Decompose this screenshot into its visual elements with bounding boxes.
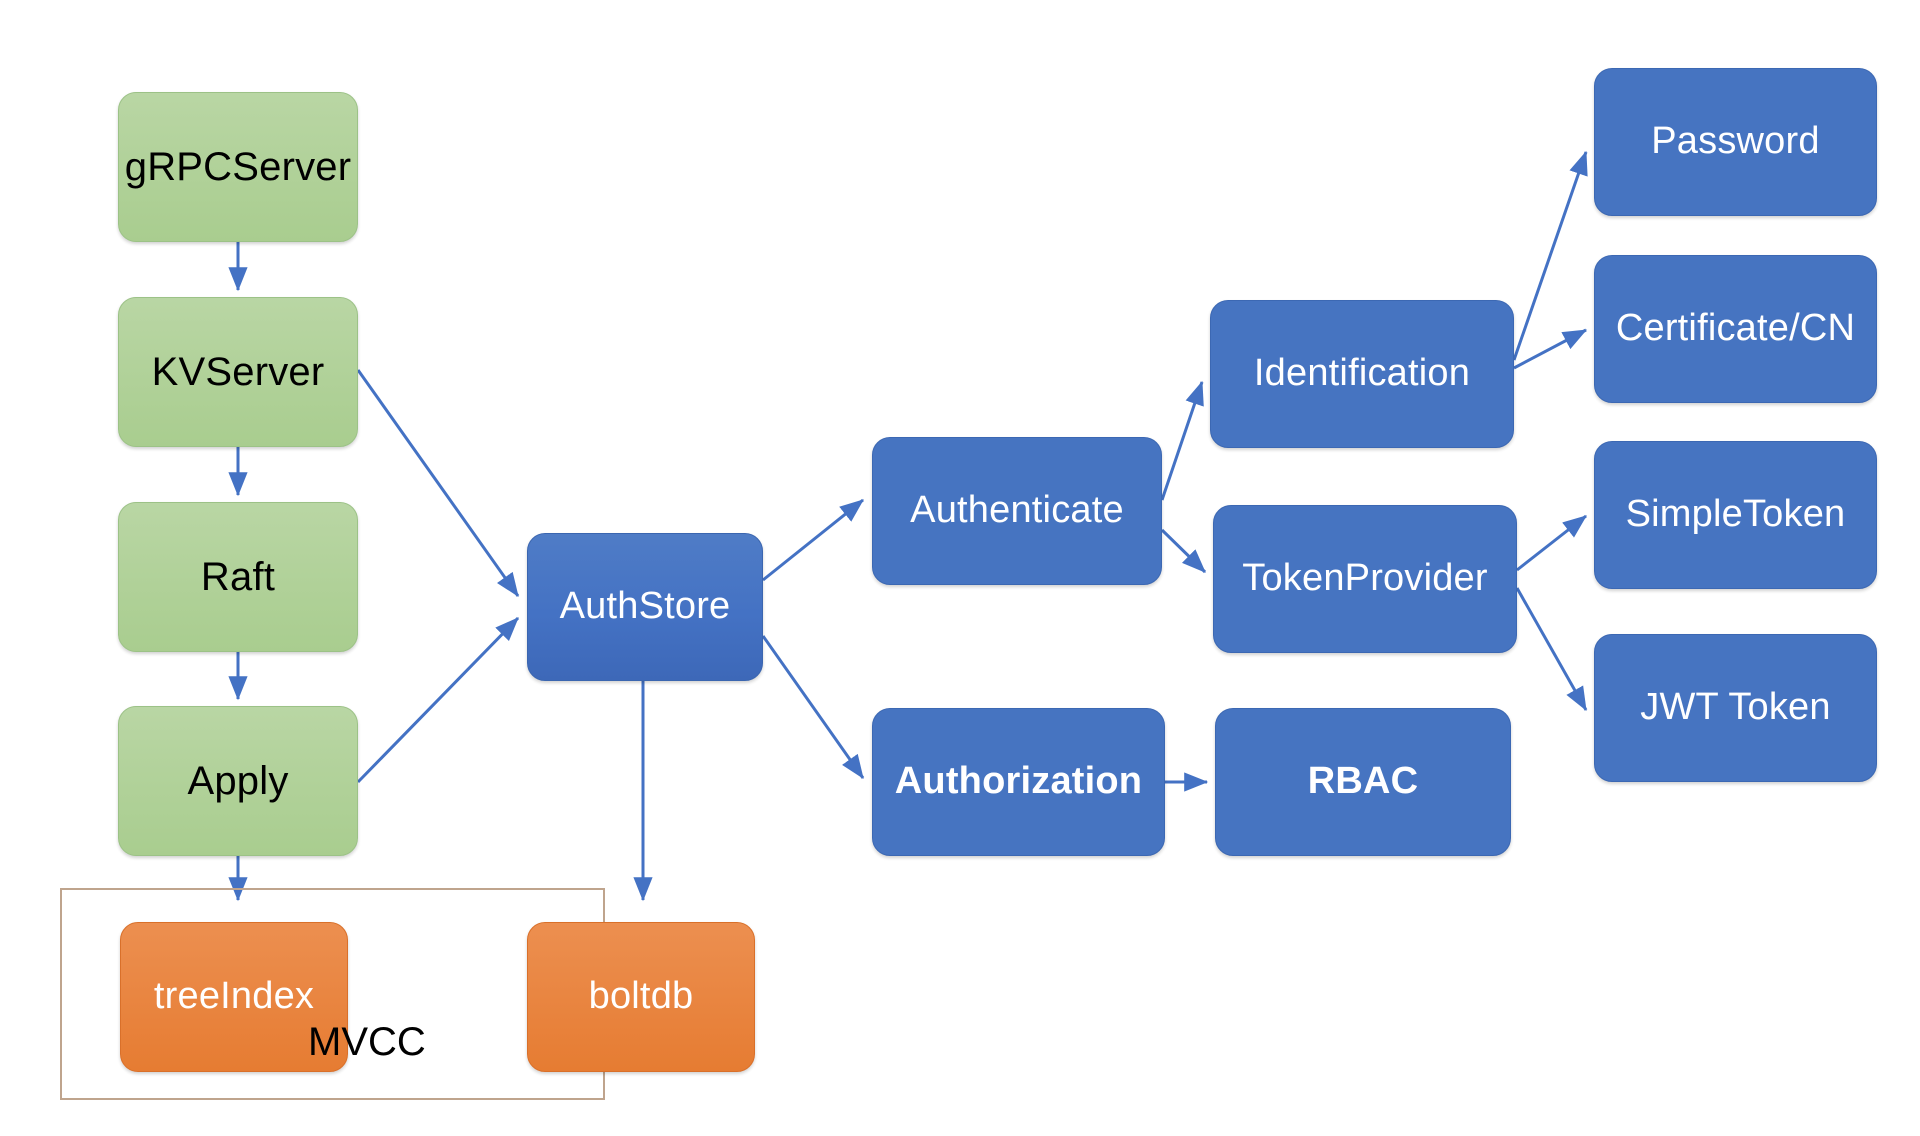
node-label-grpcserver: gRPCServer (124, 145, 352, 189)
node-authorization[interactable]: Authorization (872, 708, 1165, 856)
edge-authenticate-tokenprovider (1160, 528, 1207, 574)
node-label-simpletoken: SimpleToken (1625, 493, 1846, 536)
node-authenticate[interactable]: Authenticate (872, 437, 1162, 585)
group-label-mvcc: MVCC (308, 1020, 426, 1064)
node-label-tokenprovider: TokenProvider (1242, 557, 1488, 600)
edge-identification-password (1512, 150, 1588, 361)
node-label-raft: Raft (200, 555, 276, 599)
node-authstore[interactable]: AuthStore (527, 533, 763, 681)
node-raft[interactable]: Raft (118, 502, 358, 652)
node-grpcserver[interactable]: gRPCServer (118, 92, 358, 242)
node-label-identification: Identification (1253, 352, 1471, 395)
edge-authstore-authenticate (762, 498, 864, 582)
edge-kvserver-authstore (356, 369, 520, 597)
node-label-kvserver: KVServer (151, 350, 325, 394)
node-label-jwt_token: JWT Token (1640, 686, 1831, 729)
edge-identification-certificate (1513, 328, 1588, 370)
node-label-authstore: AuthStore (559, 585, 731, 628)
node-label-authorization: Authorization (894, 760, 1143, 803)
node-simpletoken[interactable]: SimpleToken (1594, 441, 1877, 589)
node-treeindex[interactable]: treeIndex (120, 922, 348, 1072)
node-label-password: Password (1651, 120, 1820, 163)
node-rbac[interactable]: RBAC (1215, 708, 1511, 856)
node-label-certificate_cn: Certificate/CN (1615, 307, 1856, 350)
node-label-rbac: RBAC (1307, 760, 1419, 803)
edge-tokenprovider-jwt (1515, 587, 1588, 712)
edge-tokenprovider-simpletoken (1516, 514, 1587, 572)
node-label-apply: Apply (187, 759, 289, 803)
edge-authstore-authorization (761, 635, 865, 779)
node-apply[interactable]: Apply (118, 706, 358, 856)
node-identification[interactable]: Identification (1210, 300, 1514, 448)
node-certificate_cn[interactable]: Certificate/CN (1594, 255, 1877, 403)
node-label-authenticate: Authenticate (910, 489, 1124, 532)
edge-authenticate-identification (1160, 380, 1204, 501)
edge-apply-authstore (356, 616, 520, 784)
node-password[interactable]: Password (1594, 68, 1877, 216)
node-label-boltdb: boltdb (588, 975, 694, 1018)
node-tokenprovider[interactable]: TokenProvider (1213, 505, 1517, 653)
node-boltdb[interactable]: boltdb (527, 922, 755, 1072)
node-kvserver[interactable]: KVServer (118, 297, 358, 447)
node-jwt_token[interactable]: JWT Token (1594, 634, 1877, 782)
node-label-treeindex: treeIndex (153, 975, 315, 1018)
